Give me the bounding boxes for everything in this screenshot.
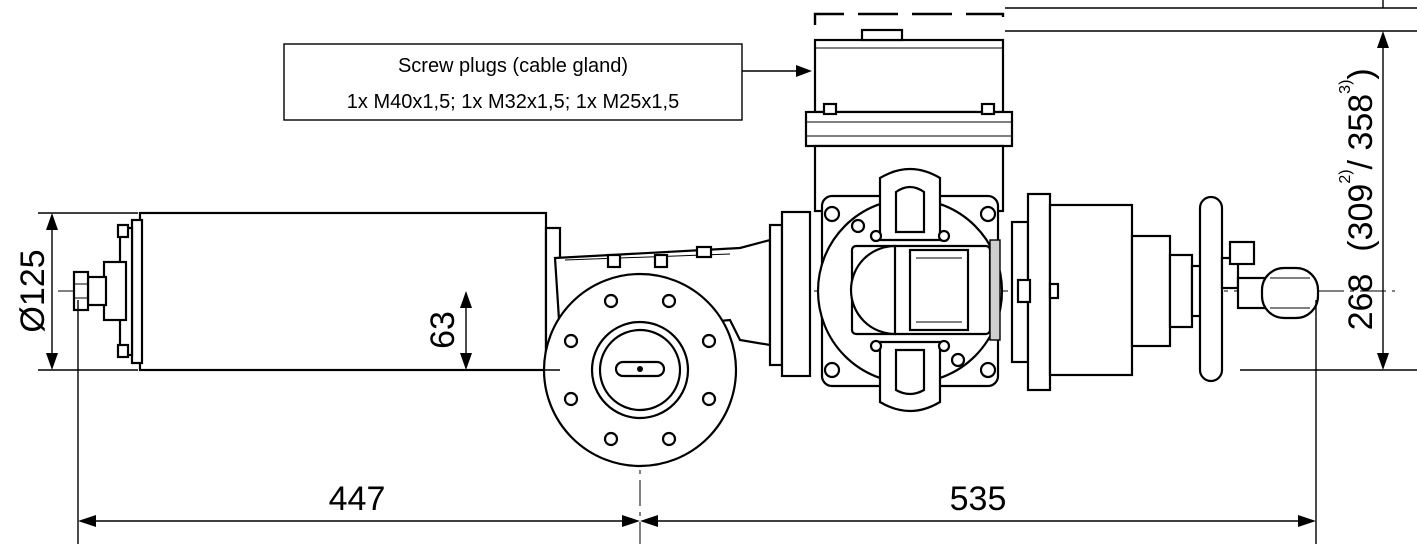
screw-plugs-callout: Screw plugs (cable gland) 1x M40x1,5; 1x… — [283, 43, 812, 121]
right-length-value: 535 — [950, 480, 1007, 518]
callout-detail: 1x M40x1,5; 1x M32x1,5; 1x M25x1,5 — [347, 91, 679, 113]
control-unit — [816, 168, 1004, 412]
callout-title: Screw plugs (cable gland) — [398, 55, 628, 77]
height-alt-sup2: 3) — [1337, 80, 1354, 94]
motor-body — [72, 211, 562, 372]
handwheel-assembly — [1010, 192, 1320, 392]
svg-text:(3092)/ 3583)): (3092)/ 3583)) — [1337, 68, 1380, 251]
offset-dimension: 63 — [424, 291, 560, 371]
output-flange — [542, 272, 738, 468]
height-alt-open: (309 — [1342, 184, 1380, 252]
height-alternatives: (3092)/ 3583)) — [1337, 68, 1380, 251]
diameter-value: Ø125 — [14, 249, 52, 332]
height-alt-close: ) — [1342, 68, 1380, 79]
height-value: 268 — [1342, 274, 1380, 331]
diameter-dimension: Ø125 — [14, 212, 138, 371]
height-alt-sup1: 2) — [1337, 169, 1354, 183]
height-alt-sep: / 358 — [1342, 94, 1380, 170]
height-dimension: 268 (3092)/ 3583)) — [1005, 0, 1417, 371]
offset-value: 63 — [424, 311, 462, 349]
left-length-value: 447 — [329, 480, 386, 518]
length-dimensions: 447 535 — [77, 300, 1317, 544]
